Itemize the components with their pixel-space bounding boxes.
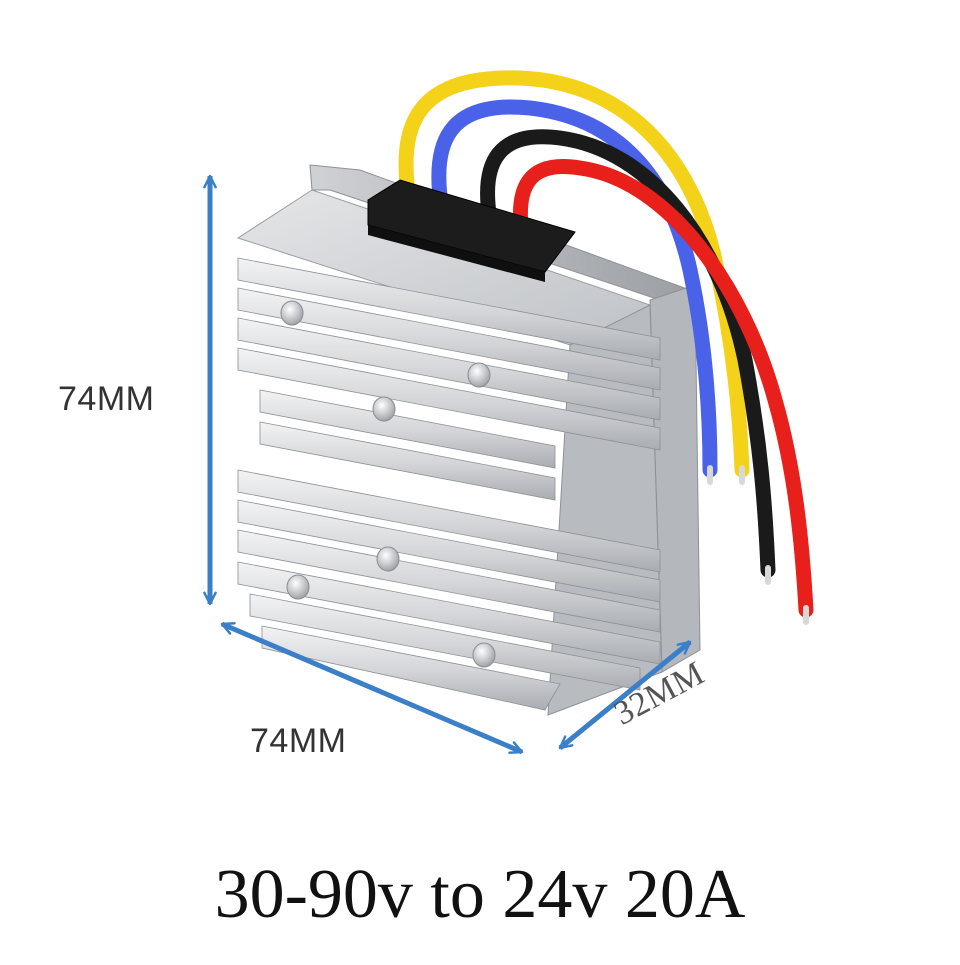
screw-icon <box>286 574 310 600</box>
screw-icon <box>472 642 496 668</box>
dimension-arrows <box>203 174 692 755</box>
heatsink-fins <box>237 257 661 711</box>
width-dimension-label: 74MM <box>250 722 347 760</box>
screw-icon <box>467 362 491 388</box>
cable-grommet <box>367 179 576 273</box>
height-dimension-label: 74MM <box>58 380 155 418</box>
screw-icon <box>280 300 304 326</box>
blue-wire <box>431 99 718 478</box>
width-arrow-icon <box>220 621 524 755</box>
wires <box>398 70 814 625</box>
screw-icon <box>376 546 400 572</box>
cable-grommet-edge <box>368 225 545 282</box>
yellow-wire <box>398 70 750 478</box>
screw-icon <box>372 396 396 422</box>
depth-arrow-icon <box>558 640 692 750</box>
product-caption: 30-90v to 24v 20A <box>214 856 746 933</box>
red-wire <box>512 159 814 618</box>
